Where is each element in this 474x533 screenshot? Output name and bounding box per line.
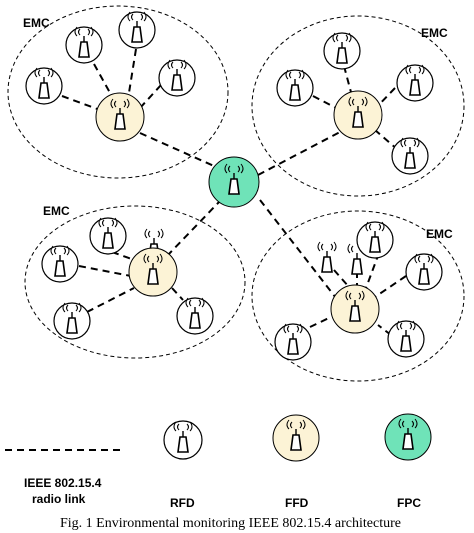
cluster-top-left (7, 5, 229, 179)
legend-rfd-symbol (163, 420, 203, 460)
link (365, 252, 380, 289)
rfd-node (356, 221, 394, 259)
link (343, 65, 353, 97)
rfd-node (274, 323, 312, 361)
rfd-node (345, 243, 369, 275)
link (259, 199, 337, 299)
cluster-bottom-right (251, 210, 465, 382)
link (257, 131, 341, 176)
cluster-label-top-left: EMC (23, 16, 50, 30)
rfd-node (405, 253, 443, 291)
rfd-nodes (25, 11, 443, 361)
cluster-top-right (251, 15, 465, 197)
link (309, 316, 332, 328)
rfd-node (53, 302, 91, 340)
rfd-node (387, 320, 425, 358)
ffd-node (333, 90, 383, 140)
legend-fpc-label: FPC (397, 496, 421, 510)
link (171, 287, 184, 301)
link (139, 132, 215, 167)
rfd-node (176, 297, 214, 335)
link (78, 265, 132, 277)
link (139, 84, 162, 109)
cluster-label-top-right: EMC (421, 26, 448, 40)
legend-link-label-line2: radio link (32, 492, 86, 506)
rfd-node (25, 67, 63, 105)
rfd-node (323, 32, 361, 70)
rfd-node (276, 69, 314, 107)
rfd-node (391, 137, 429, 175)
link (312, 95, 339, 110)
legend-ffd-label: FFD (285, 496, 309, 510)
ffd-nodes (95, 90, 383, 334)
legend-rfd-label: RFD (170, 496, 195, 510)
ffd-node (330, 284, 380, 334)
rfd-node (65, 26, 103, 64)
cluster-boundaries (7, 5, 465, 382)
ffd-node (128, 247, 178, 297)
rfd-node (315, 241, 339, 273)
link (374, 275, 407, 298)
link (93, 63, 115, 101)
link (333, 269, 350, 288)
rfd-node (89, 217, 127, 255)
rfd-node (158, 59, 196, 97)
rfd-node (396, 64, 434, 102)
legend-fpc-symbol (384, 413, 432, 461)
cluster-label-bottom-left: EMC (43, 204, 70, 218)
ffd-node (95, 92, 145, 142)
link (166, 201, 220, 257)
link (127, 48, 137, 100)
fpc-node (208, 156, 260, 208)
legend-ffd-symbol (272, 414, 320, 462)
rfd-node (118, 11, 156, 49)
legend-link-label-line1: IEEE 802.15.4 (24, 476, 102, 490)
link (86, 287, 135, 313)
rfd-node (41, 245, 79, 283)
link (61, 95, 101, 111)
cluster-label-bottom-right: EMC (426, 227, 453, 241)
legend: IEEE 802.15.4 radio link RFD FFD FPC (5, 413, 432, 510)
cluster-bottom-left (24, 205, 246, 359)
figure-caption: Fig. 1 Environmental monitoring IEEE 802… (60, 516, 401, 531)
